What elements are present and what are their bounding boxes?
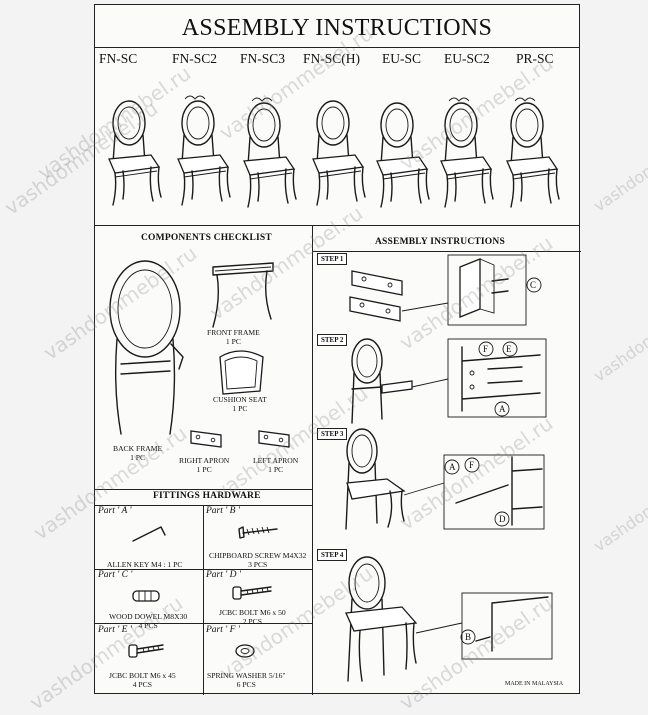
part-f-label: Part ' F ' [206, 625, 240, 635]
step-3-label: STEP 3 [317, 428, 348, 440]
part-a-label: Part ' A ' [98, 506, 132, 516]
watermark: vashdommebel.ru [590, 456, 648, 556]
callout-a: A [499, 404, 506, 414]
bolt-icon [232, 586, 272, 600]
part-c-label: Part ' C ' [98, 570, 133, 580]
title-divider [95, 47, 579, 48]
part-f-name: SPRING WASHER 5/16"6 PCS [207, 671, 286, 689]
allen-key-icon [132, 526, 166, 542]
chair-models-illustration [108, 95, 560, 208]
fittings-column-divider [203, 505, 204, 695]
model-label: EU-SC2 [444, 51, 490, 66]
watermark: vashdommebel.ru [590, 286, 648, 386]
part-e-label: Part ' E ' [98, 625, 132, 635]
model-label: FN-SC [99, 51, 138, 66]
model-label: EU-SC [382, 51, 422, 66]
back-frame-drawing [109, 260, 184, 435]
part-d-label: Part ' D ' [206, 570, 241, 580]
callout-c: C [530, 280, 537, 290]
assembly-steps-illustration [345, 254, 553, 682]
components-heading: COMPONENTS CHECKLIST [141, 233, 272, 243]
callout-f: F [469, 460, 475, 470]
part-b-label: Part ' B ' [206, 506, 240, 516]
assembly-heading: ASSEMBLY INSTRUCTIONS [375, 237, 505, 247]
callout-e: E [506, 344, 512, 354]
fittings-divider [95, 569, 312, 570]
fittings-divider [95, 623, 312, 624]
step-2-label: STEP 2 [317, 334, 348, 346]
callout-f: F [483, 344, 489, 354]
fittings-illustration [128, 526, 278, 658]
assembly-divider [312, 251, 581, 252]
components-illustration [109, 260, 290, 448]
dowel-icon [132, 590, 160, 602]
column-divider [312, 225, 313, 695]
screw-icon [238, 526, 278, 539]
callout-d: D [499, 514, 506, 524]
instruction-sheet: ASSEMBLY INSTRUCTIONS FN-SC FN-SC2 FN-SC… [25, 4, 581, 715]
callout-b: B [465, 632, 472, 642]
model-label: FN-SC3 [240, 51, 286, 66]
section-divider [95, 225, 579, 226]
callout-a: A [449, 462, 456, 472]
page-title: ASSEMBLY INSTRUCTIONS [181, 15, 493, 41]
model-label: FN-SC(H) [303, 51, 361, 66]
step-1-label: STEP 1 [317, 253, 348, 265]
bolt-icon [128, 644, 164, 658]
model-label: FN-SC2 [172, 51, 218, 66]
made-in-label: MADE IN MALAYSIA [505, 681, 564, 687]
watermark: vashdommebel.ru [590, 116, 648, 216]
fittings-divider [95, 489, 312, 490]
fittings-heading: FITTINGS HARDWARE [153, 491, 261, 501]
washer-icon [235, 644, 255, 658]
step-4-label: STEP 4 [317, 549, 348, 561]
model-label: PR-SC [516, 51, 554, 66]
part-a-name: ALLEN KEY M4 : 1 PC [107, 560, 183, 569]
